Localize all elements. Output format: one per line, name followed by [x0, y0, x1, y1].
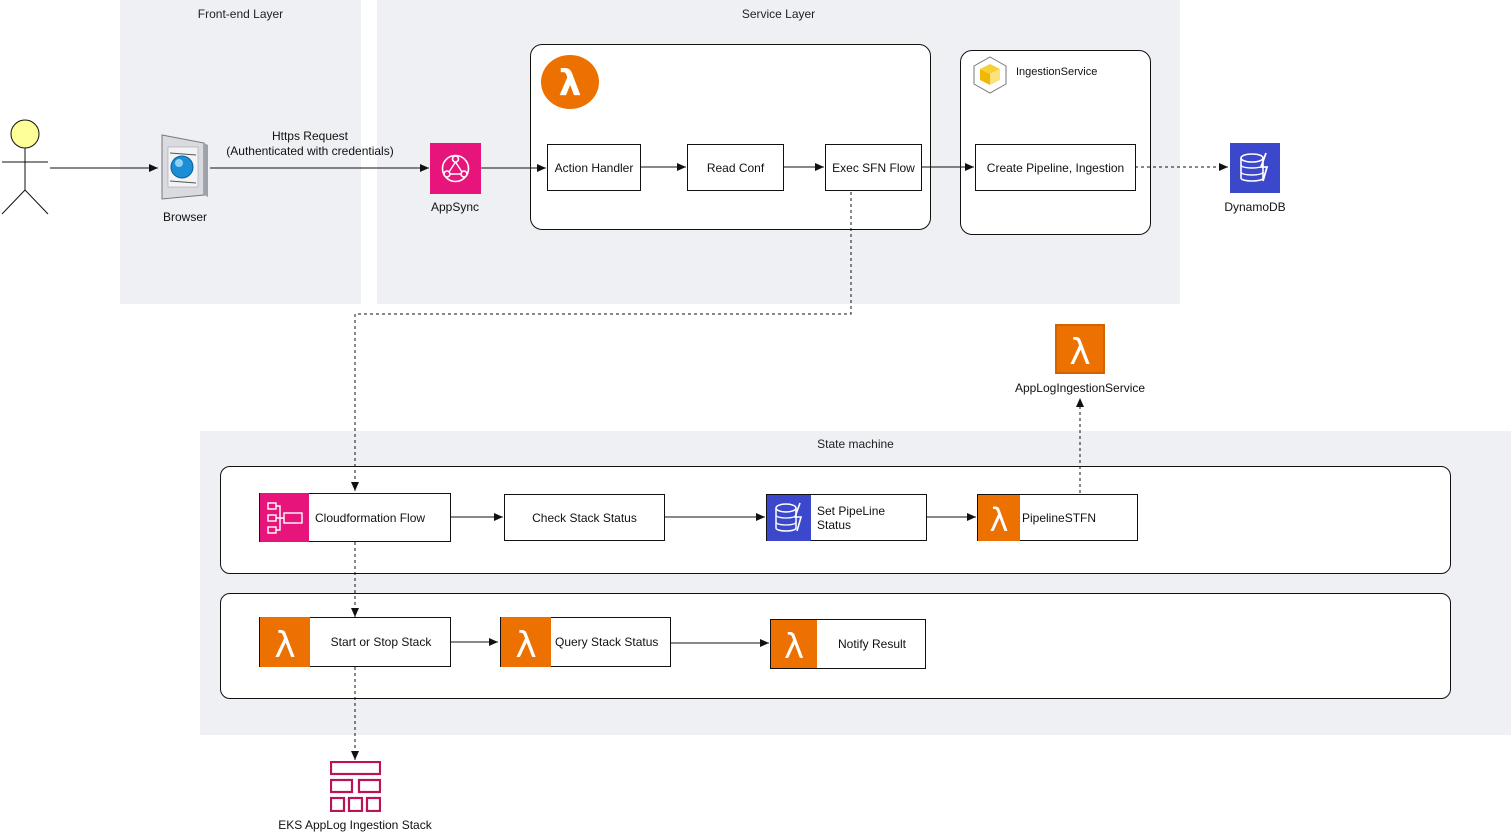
read-conf-label: Read Conf [706, 160, 765, 175]
browser-label: Browser [162, 210, 207, 224]
lambda-icon: λ [541, 55, 599, 109]
cloudformation-flow-label: Cloudformation Flow [315, 510, 426, 525]
cloudformation-flow-box[interactable]: Cloudformation Flow [259, 493, 451, 542]
appsync-label: AppSync [430, 200, 480, 214]
set-pipeline-status-label: Set PipeLine Status [817, 503, 886, 532]
check-stack-status-label: Check Stack Status [532, 510, 637, 525]
svg-text:λ: λ [274, 625, 295, 666]
dynamodb-icon [1230, 143, 1280, 193]
create-pipeline-label: Create Pipeline, Ingestion [986, 160, 1125, 175]
ingestion-service-group [960, 50, 1151, 235]
svg-text:λ: λ [559, 63, 582, 104]
ingestion-service-label: IngestionService [1016, 66, 1098, 78]
app-log-ingestion-service-label: AppLogIngestionService [1014, 381, 1146, 395]
https-request-line2: (Authenticated with credentials) [226, 144, 394, 158]
step-functions-icon [260, 493, 309, 542]
https-request-line1: Https Request [271, 129, 349, 143]
pipeline-stfn-label: PipelineSTFN [1022, 510, 1097, 525]
pipeline-stfn-box[interactable]: λ PipelineSTFN [977, 494, 1138, 541]
query-stack-status-box[interactable]: λ Query Stack Status [500, 617, 671, 667]
dynamodb-label: DynamoDB [1224, 200, 1286, 214]
create-pipeline-box[interactable]: Create Pipeline, Ingestion [975, 144, 1136, 191]
lambda-icon: λ [260, 617, 310, 667]
eks-stack-icon [330, 761, 381, 812]
frontend-layer-title: Front-end Layer [197, 7, 284, 21]
appsync-icon [430, 143, 481, 194]
lambda-icon: λ [978, 494, 1020, 541]
notify-result-label: Notify Result [837, 637, 907, 651]
action-handler-box[interactable]: Action Handler [547, 144, 641, 191]
query-stack-status-label: Query Stack Status [555, 635, 659, 649]
edge-exec-cloudformation [351, 192, 852, 491]
svg-text:λ: λ [784, 627, 804, 667]
read-conf-box[interactable]: Read Conf [687, 144, 784, 191]
lambda-icon: λ [1055, 324, 1105, 374]
notify-result-box[interactable]: λ Notify Result [770, 619, 926, 669]
check-stack-status-box[interactable]: Check Stack Status [504, 494, 665, 541]
svg-text:λ: λ [515, 625, 536, 666]
exec-sfn-flow-label: Exec SFN Flow [832, 160, 915, 175]
svg-text:λ: λ [990, 501, 1009, 539]
start-or-stop-stack-label: Start or Stop Stack [330, 635, 432, 649]
dynamodb-icon [767, 494, 811, 541]
actor-icon [1, 119, 49, 215]
state-machine-layer-title: State machine [817, 437, 894, 451]
svg-text:λ: λ [1069, 332, 1090, 373]
browser-icon [161, 134, 208, 200]
exec-sfn-flow-box[interactable]: Exec SFN Flow [825, 144, 922, 191]
frontend-layer: Front-end Layer [120, 0, 361, 304]
start-or-stop-stack-box[interactable]: λ Start or Stop Stack [259, 617, 451, 667]
https-request-label: Https Request (Authenticated with creden… [210, 129, 410, 159]
lambda-icon: λ [771, 620, 817, 668]
lambda-icon: λ [501, 617, 551, 667]
eks-stack-label: EKS AppLog Ingestion Stack [278, 818, 432, 832]
set-pipeline-status-box[interactable]: Set PipeLine Status [766, 494, 927, 541]
service-layer-title: Service Layer [741, 7, 816, 21]
ingestion-box-icon [973, 56, 1007, 94]
action-handler-label: Action Handler [554, 160, 634, 175]
